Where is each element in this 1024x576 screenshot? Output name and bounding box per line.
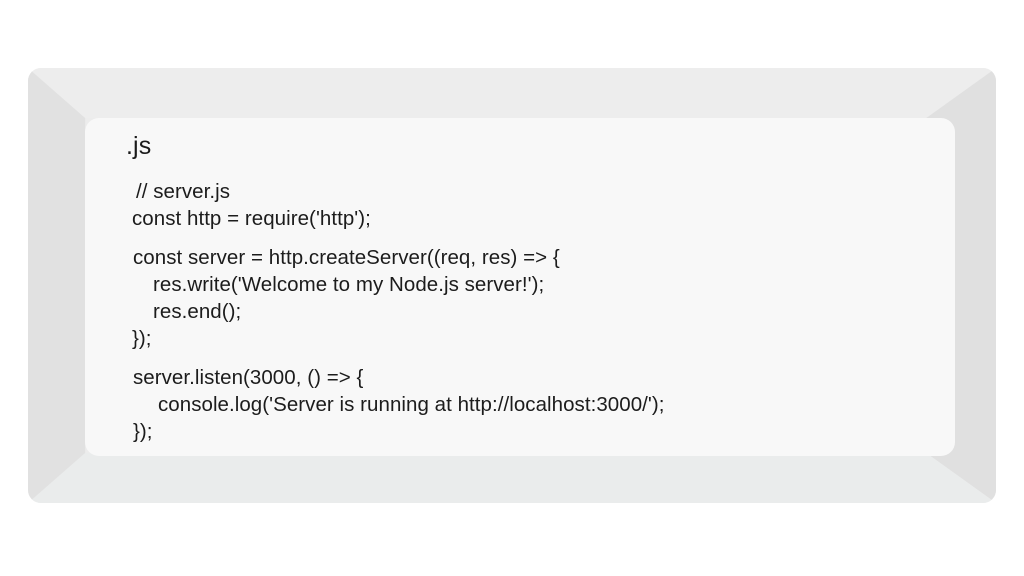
- code-block: // server.js const http = require('http')…: [85, 178, 955, 445]
- bevel-face-left: [28, 68, 86, 503]
- code-line: server.listen(3000, () => {: [133, 366, 364, 389]
- code-card-title: .js: [126, 132, 152, 160]
- code-line: const http = require('http');: [132, 207, 371, 230]
- bevel-face-bottom: [28, 452, 996, 503]
- code-card: .js // server.js const http = require('ht…: [85, 118, 955, 456]
- code-line: res.write('Welcome to my Node.js server!…: [153, 273, 545, 296]
- code-group: // server.js const http = require('http')…: [85, 178, 955, 232]
- code-line: const server = http.createServer((req, r…: [133, 246, 560, 269]
- code-line: // server.js: [136, 180, 231, 203]
- bevel-face-top: [28, 68, 996, 119]
- code-group: server.listen(3000, () => { console.log('…: [85, 364, 955, 445]
- code-line: res.end();: [153, 300, 242, 323]
- code-line: });: [132, 327, 152, 350]
- code-line: console.log('Server is running at http:/…: [158, 393, 665, 416]
- code-group: const server = http.createServer((req, r…: [85, 244, 955, 352]
- code-line: });: [133, 420, 153, 443]
